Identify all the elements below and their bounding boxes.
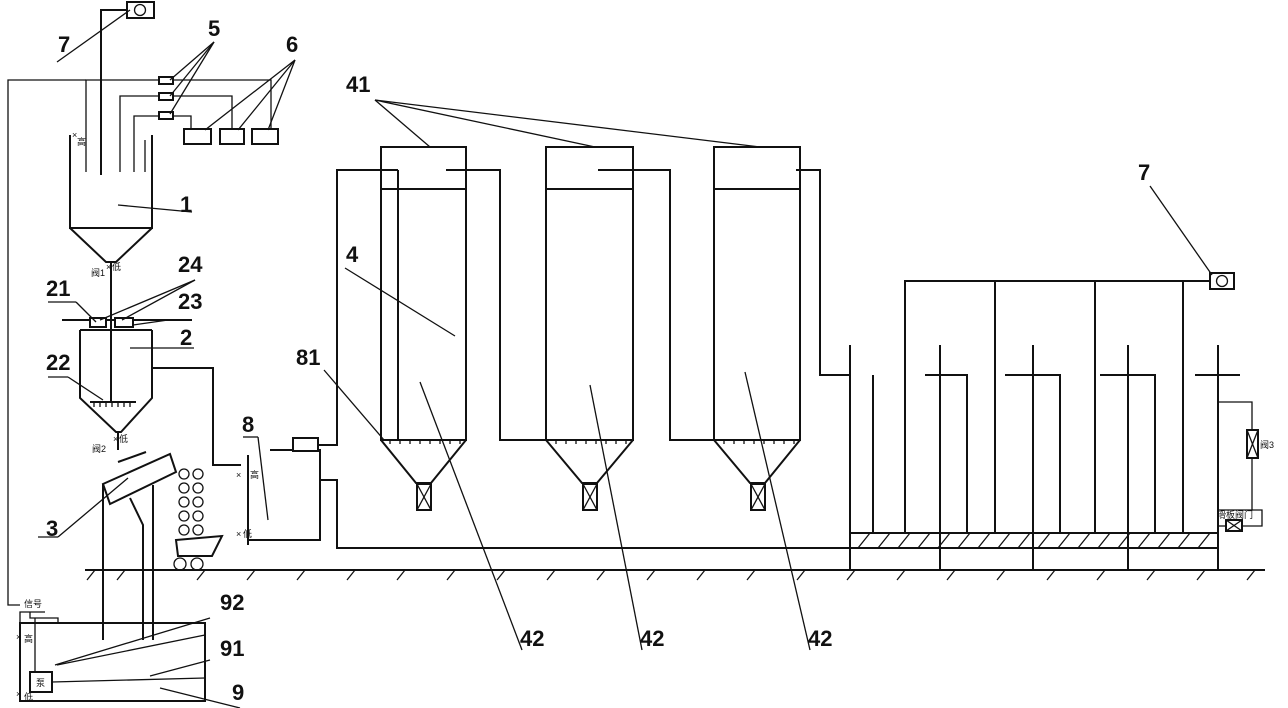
svg-text:×: × — [236, 529, 241, 539]
label-81: 81 — [296, 345, 320, 370]
buffer-tank-8 — [247, 169, 850, 549]
label-7-left: 7 — [58, 32, 70, 57]
svg-text:×: × — [72, 130, 77, 140]
label-42-middle: 42 — [640, 626, 664, 651]
label-42-left: 42 — [520, 626, 544, 651]
reference-numerals: 7 5 6 1 24 21 23 2 22 3 41 4 81 8 7 42 4… — [46, 16, 1150, 705]
label-4: 4 — [346, 242, 359, 267]
mark-low2: 低 — [119, 433, 128, 444]
label-8: 8 — [242, 412, 254, 437]
label-1: 1 — [180, 192, 192, 217]
mark-high1: 高 — [77, 136, 86, 147]
fan-right — [1209, 272, 1235, 290]
tank-1 — [69, 135, 153, 280]
mark-valve2: 阀2 — [92, 444, 106, 454]
signal-line — [7, 79, 86, 606]
label-42-right: 42 — [808, 626, 832, 651]
tank-2 — [62, 280, 241, 466]
svg-text:×: × — [106, 262, 111, 272]
column-3 — [713, 146, 850, 511]
label-22: 22 — [46, 350, 70, 375]
mark-valve1: 阀1 — [91, 268, 105, 278]
mark-low8: 低 — [243, 528, 252, 539]
distribution-system — [849, 280, 1263, 570]
label-23: 23 — [178, 289, 202, 314]
label-41: 41 — [346, 72, 370, 97]
leader-lines — [38, 9, 1213, 708]
label-5: 5 — [208, 16, 220, 41]
ground-line — [85, 569, 1265, 581]
svg-text:×: × — [113, 434, 118, 444]
svg-text:×: × — [236, 470, 241, 480]
separator-3 — [101, 451, 224, 640]
label-91: 91 — [220, 636, 244, 661]
mark-signal: 信号 — [24, 598, 42, 609]
mark-low1: 低 — [112, 261, 121, 272]
label-9: 9 — [232, 680, 244, 705]
label-7-right: 7 — [1138, 160, 1150, 185]
label-92: 92 — [220, 590, 244, 615]
mark-valve-right: 滑板阀门 — [1217, 509, 1253, 520]
column-2 — [545, 146, 714, 511]
sump-tank-9 — [19, 611, 206, 702]
mark-low9: 低 — [24, 691, 33, 702]
svg-text:×: × — [16, 689, 21, 699]
svg-text:×: × — [16, 632, 21, 642]
label-21: 21 — [46, 276, 70, 301]
mark-pump: 泵 — [36, 678, 45, 688]
mark-high9: 高 — [24, 633, 33, 644]
mark-valve3: 阀3 — [1260, 440, 1274, 450]
column-1 — [380, 146, 546, 511]
control-wiring — [85, 76, 279, 145]
label-3: 3 — [46, 516, 58, 541]
small-marks: × 高 × 低 阀1 × 低 阀2 × 高 × 低 信号 × 高 泵 × 低 阀… — [16, 130, 1274, 702]
label-2: 2 — [180, 325, 192, 350]
label-24: 24 — [178, 252, 203, 277]
mark-high8: 高 — [250, 469, 259, 480]
label-6: 6 — [286, 32, 298, 57]
fan-top-left — [100, 1, 155, 175]
